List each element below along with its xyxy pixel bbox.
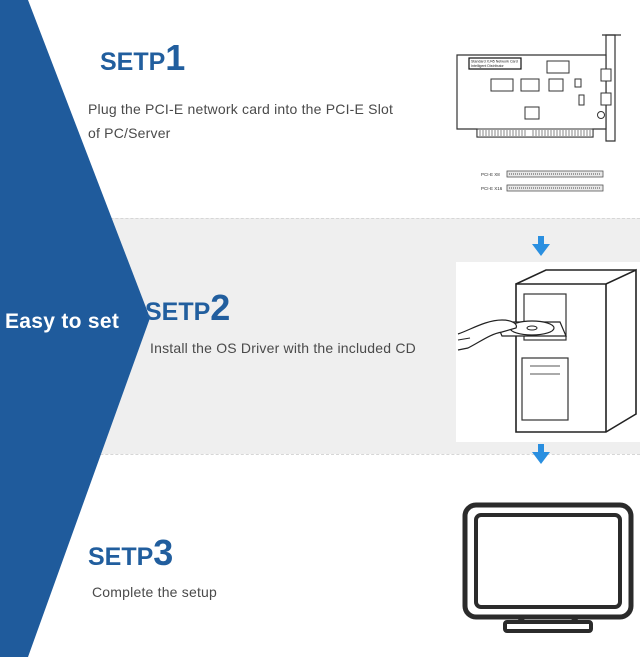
- step2-title: SETP2: [145, 290, 230, 326]
- card-label-line1: Standard XJ45 Network Card: [471, 60, 518, 64]
- card-label-line2: Intelligent Distributor: [471, 64, 505, 68]
- step3-word: SETP: [88, 543, 154, 571]
- monitor-icon: [462, 502, 634, 633]
- slot-x16-label: PCI-E X16: [481, 186, 503, 191]
- pc-cd-drive-illustration: [457, 268, 637, 433]
- blue-chevron: [0, 0, 150, 657]
- step1-word: SETP: [100, 48, 166, 76]
- easy-to-set-label: Easy to set: [5, 310, 120, 333]
- down-arrow-icon-2: [532, 444, 550, 464]
- step3-description-line1: Complete the setup: [92, 584, 218, 600]
- divider-top: [0, 218, 640, 219]
- step2-word: SETP: [145, 298, 211, 326]
- step3-number: 3: [153, 532, 174, 573]
- step1-number: 1: [165, 37, 186, 78]
- down-arrow-icon: [532, 236, 550, 256]
- step1-description-line1: Plug the PCI-E network card into the PCI…: [88, 101, 394, 117]
- step2-description-line1: Install the OS Driver with the included …: [150, 340, 416, 356]
- network-card-illustration: Standard XJ45 Network Card Intelligent D…: [456, 34, 621, 192]
- step1-description: Plug the PCI-E network card into the PCI…: [88, 97, 428, 145]
- step1-title: SETP1: [100, 40, 185, 76]
- step2-number: 2: [210, 287, 231, 328]
- step3-title: SETP3: [88, 535, 173, 571]
- step3-description: Complete the setup: [92, 580, 352, 604]
- step2-description: Install the OS Driver with the included …: [150, 336, 440, 360]
- slot-x8-label: PCI-E X8: [481, 172, 500, 177]
- step1-description-line2: of PC/Server: [88, 125, 171, 141]
- divider-bottom: [0, 454, 640, 455]
